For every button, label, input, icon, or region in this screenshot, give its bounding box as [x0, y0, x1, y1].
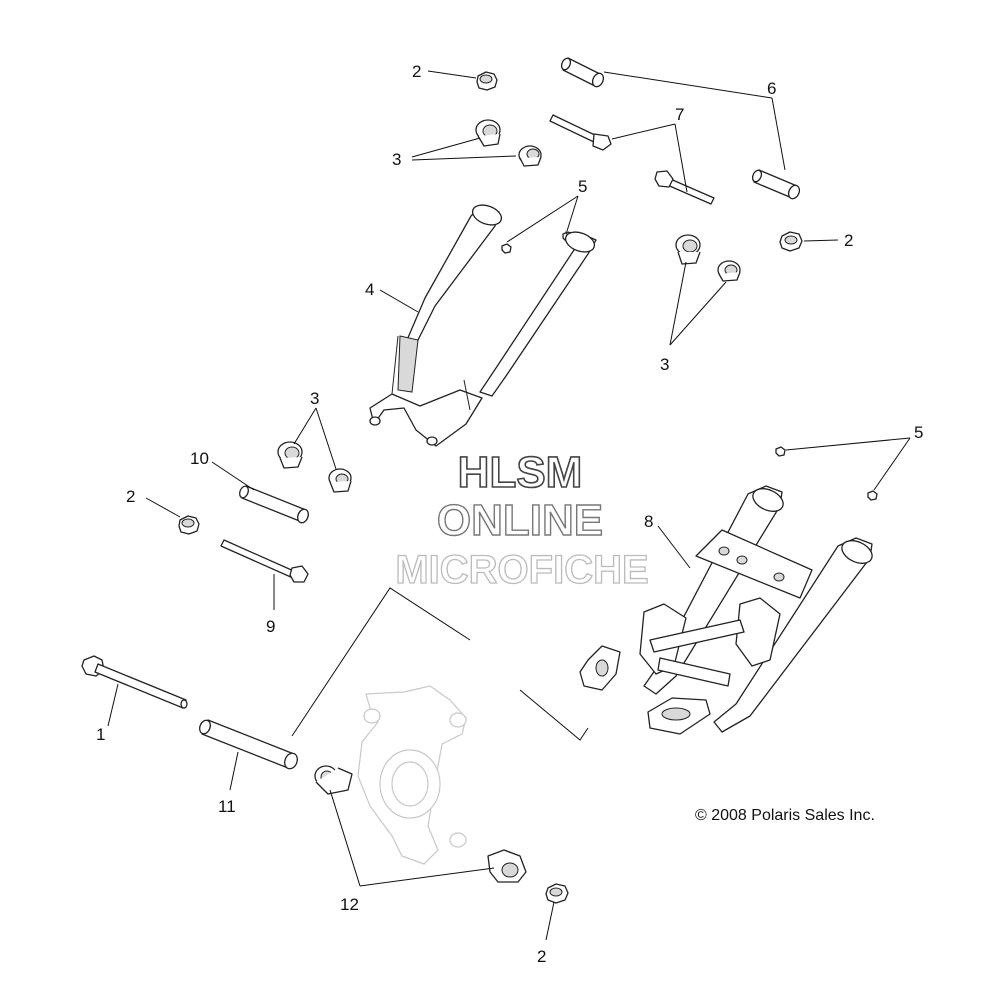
- part-3-bushing-left-b: [328, 468, 352, 493]
- leader-6-b: [771, 97, 786, 171]
- leader-12-b: [359, 867, 495, 887]
- watermark: HLSM ONLINE MICROFICHE: [395, 447, 650, 592]
- part-5-fitting-top-a: [501, 243, 512, 254]
- part-2-nut-left: [178, 515, 200, 535]
- leader-5-right-b: [873, 437, 911, 491]
- part-2-nut-bottom: [545, 883, 569, 904]
- leader-12-a: [329, 789, 361, 887]
- leader-6-a: [603, 71, 773, 99]
- callout-11: 11: [218, 797, 236, 816]
- callout-3-left: 3: [310, 389, 319, 408]
- callout-2-top: 2: [412, 62, 421, 81]
- watermark-line-3: MICROFICHE: [395, 548, 648, 592]
- callout-10: 10: [190, 449, 209, 468]
- leader-knuckle-indicator: [291, 587, 471, 737]
- watermark-line-1: HLSM: [458, 448, 583, 497]
- part-11-pin: [199, 719, 298, 770]
- part-3-bushing-right-b: [717, 260, 741, 282]
- callout-2-right: 2: [844, 231, 853, 250]
- callout-2-bottom: 2: [537, 947, 546, 966]
- part-7-bolt-lower: [654, 170, 715, 205]
- part-3-bushing-left-a: [277, 441, 303, 469]
- leader-3-top-b: [411, 155, 517, 161]
- leader-3-top-a: [411, 137, 481, 158]
- leader-7-b: [674, 123, 688, 193]
- leader-3-right-a: [669, 261, 687, 346]
- copyright-notice: © 2008 Polaris Sales Inc.: [695, 807, 875, 824]
- callout-1: 1: [96, 725, 105, 744]
- leader-1: [107, 683, 119, 727]
- callout-8: 8: [644, 512, 653, 531]
- leader-2-top: [427, 70, 477, 79]
- part-10-pin: [239, 485, 309, 524]
- part-5-fitting-right-a: [775, 446, 786, 457]
- part-6-pin-top: [560, 57, 605, 88]
- part-12-bushing-a: [314, 765, 353, 795]
- leader-3-left-a: [293, 407, 317, 445]
- part-5-fitting-right-b: [867, 490, 878, 501]
- part-2-nut-top: [476, 71, 498, 91]
- callout-2-left: 2: [126, 487, 135, 506]
- part-3-bushing-right-a: [675, 234, 701, 265]
- leader-10: [211, 461, 255, 491]
- callout-5-top: 5: [578, 177, 587, 196]
- leader-4: [379, 289, 419, 313]
- leader-7-a: [611, 123, 676, 140]
- leader-8: [657, 525, 691, 569]
- spindle-knuckle-ghost: [357, 685, 467, 865]
- leader-5-top-b: [566, 195, 579, 232]
- callout-6: 6: [767, 79, 776, 98]
- leader-3-right-b: [669, 281, 727, 346]
- callout-4: 4: [365, 280, 374, 299]
- callout-3-right: 3: [660, 355, 669, 374]
- leader-2-bottom: [545, 901, 555, 941]
- callout-12: 12: [340, 895, 359, 914]
- leader-5-right-a: [785, 437, 911, 451]
- part-6-pin-lower: [751, 169, 801, 200]
- callout-3-top: 3: [392, 150, 401, 169]
- leader-11: [229, 751, 239, 791]
- part-4-upper-a-arm: [369, 204, 597, 447]
- part-3-bushing-top-a: [475, 119, 501, 147]
- leader-5-top-a: [506, 195, 579, 243]
- leader-3-left-b: [315, 407, 337, 470]
- callout-7: 7: [675, 105, 684, 124]
- leader-knuckle-indicator-right: [519, 689, 589, 741]
- part-3-bushing-top-b: [518, 145, 542, 167]
- part-2-nut-right: [779, 231, 803, 252]
- leader-2-right: [803, 239, 839, 242]
- callout-9: 9: [266, 617, 275, 636]
- part-8-lower-a-arm: [579, 485, 873, 735]
- watermark-line-2: ONLINE: [437, 496, 603, 545]
- part-9-bolt: [220, 539, 309, 583]
- part-1-bolt: [81, 655, 188, 709]
- leader-2-left: [145, 497, 181, 518]
- callout-5-right: 5: [914, 423, 923, 442]
- part-12-bushing-b: [487, 849, 527, 883]
- part-7-bolt-upper: [549, 114, 612, 151]
